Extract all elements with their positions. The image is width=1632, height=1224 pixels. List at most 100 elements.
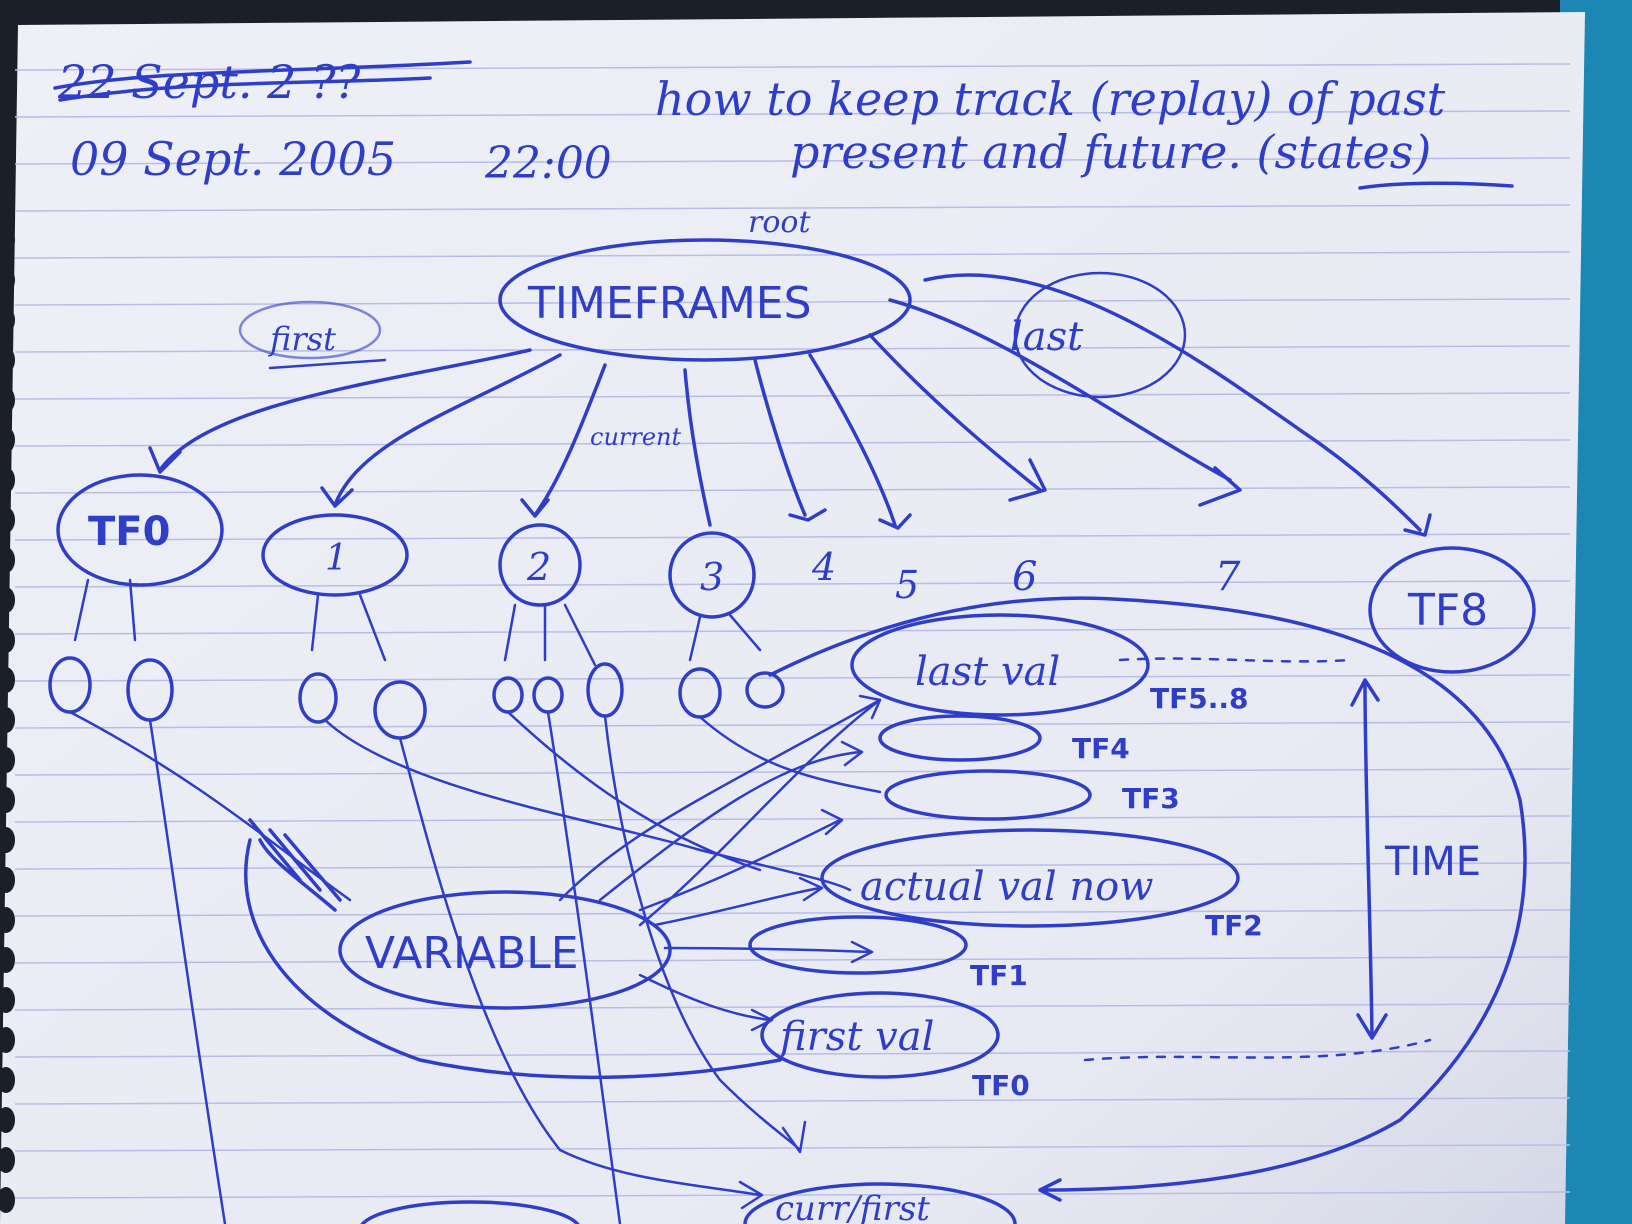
spiral-hole — [0, 867, 15, 893]
spiral-hole — [0, 267, 15, 293]
tf1-label: 1 — [325, 538, 348, 579]
spiral-hole — [0, 507, 15, 533]
spiral-hole — [0, 587, 15, 613]
slot-first-val-tag: TF0 — [972, 1069, 1030, 1102]
ruled-line — [14, 580, 1571, 588]
spiral-hole — [0, 227, 15, 253]
ruled-line — [14, 815, 1571, 823]
variable-node: VARIABLE — [244, 818, 782, 1080]
time-text: 22:00 — [484, 138, 612, 189]
ruled-line — [14, 486, 1571, 494]
strike-through-scribble — [53, 60, 472, 102]
tf3-label: 3 — [700, 555, 724, 599]
question-line-1: how to keep track (replay) of past — [655, 72, 1446, 126]
last-bubble — [1013, 271, 1187, 399]
ruled-line — [14, 909, 1571, 917]
value-slots: last val TF5..8 TF4 TF3 actual val now T… — [748, 613, 1263, 1102]
header-notes: 22 Sept. 2 ?? 09 Sept. 2005 22:00 how to… — [53, 55, 1514, 190]
time-axis-label: TIME — [1384, 839, 1481, 885]
state-loop — [768, 596, 1527, 1202]
tf1-ellipse — [261, 513, 409, 597]
last-label: last — [1010, 314, 1084, 360]
timeframe-nodes: TF0 1 2 3 4 5 6 7 TF8 — [56, 473, 1536, 674]
spiral-hole — [0, 307, 15, 333]
question-line-2: present and future. (states) — [790, 125, 1431, 179]
spiral-hole — [0, 67, 15, 93]
slot-actual-val-tag: TF2 — [1205, 909, 1263, 942]
slot-actual-val — [820, 828, 1240, 928]
spiral-hole — [0, 547, 15, 573]
edge-labels: first current last — [238, 271, 1187, 451]
ruled-line — [14, 298, 1571, 306]
ruled-line — [14, 1050, 1571, 1058]
spiral-hole — [0, 387, 15, 413]
ruled-line — [14, 392, 1571, 400]
child-nodes — [48, 578, 785, 740]
spiral-hole — [0, 147, 15, 173]
spiral-hole — [0, 747, 15, 773]
slot-tf3 — [884, 769, 1092, 821]
spiral-hole — [0, 347, 15, 373]
root-node: root TIMEFRAMES — [498, 205, 912, 362]
date-text: 09 Sept. 2005 — [70, 132, 396, 186]
bottom-nodes: curr/first — [360, 1182, 1017, 1224]
spiral-hole — [0, 1187, 15, 1213]
ruled-line — [14, 721, 1571, 729]
spiral-hole — [0, 667, 15, 693]
slot-actual-val-text: actual val now — [860, 864, 1153, 910]
spiral-hole — [0, 787, 15, 813]
ruled-line — [14, 1144, 1571, 1152]
variable-ellipse — [338, 890, 672, 1010]
slot-tf3-tag: TF3 — [1122, 782, 1180, 815]
ruled-line — [14, 110, 1571, 118]
states-underline — [1358, 181, 1514, 190]
tf3-circle — [668, 531, 756, 619]
bottom-node-label: curr/first — [775, 1189, 930, 1224]
tf7-label: 7 — [1215, 554, 1241, 600]
spiral-hole — [0, 627, 15, 653]
spiral-hole — [0, 907, 15, 933]
ruled-line — [14, 345, 1571, 353]
variable-to-first-loop — [244, 838, 782, 1080]
spiral-hole — [0, 1067, 15, 1093]
spiral-hole — [0, 947, 15, 973]
slot-first-val-text: first val — [777, 1014, 934, 1060]
first-label: first — [268, 320, 336, 358]
spiral-hole — [0, 707, 15, 733]
spiral-hole — [0, 467, 15, 493]
spiral-hole — [0, 1107, 15, 1133]
variable-hatching — [248, 818, 342, 912]
first-underline — [268, 358, 387, 370]
tf8-label: TF8 — [1407, 585, 1488, 636]
ruled-line — [14, 627, 1571, 635]
slot-tf1 — [748, 915, 968, 975]
slot-tf1-tag: TF1 — [970, 959, 1028, 992]
ruled-line — [14, 439, 1571, 447]
tf8-ellipse — [1368, 546, 1536, 674]
spiral-hole — [0, 427, 15, 453]
slot-tf4 — [878, 714, 1042, 762]
slot-first-val — [760, 991, 1000, 1079]
spiral-hole — [0, 1027, 15, 1053]
root-ellipse — [498, 238, 912, 362]
tf6-label: 6 — [1012, 554, 1037, 600]
ruled-line — [14, 251, 1571, 259]
ruled-line — [14, 204, 1571, 212]
root-label: root — [748, 205, 811, 240]
root-node-label: TIMEFRAMES — [527, 278, 812, 329]
spiral-binding — [0, 27, 15, 1213]
ruled-line — [14, 1097, 1571, 1105]
spiral-hole — [0, 1147, 15, 1173]
ruled-line — [14, 157, 1571, 165]
slot-tf4-tag: TF4 — [1072, 732, 1130, 765]
tf2-circle — [498, 523, 582, 607]
spiral-hole — [0, 187, 15, 213]
spiral-hole — [0, 107, 15, 133]
tf0-ellipse — [56, 473, 224, 587]
ruled-line — [14, 533, 1571, 541]
variable-label: VARIABLE — [365, 928, 579, 979]
slot-last-val-text: last val — [915, 649, 1060, 695]
tf2-label: 2 — [526, 545, 551, 589]
spiral-hole — [0, 987, 15, 1013]
